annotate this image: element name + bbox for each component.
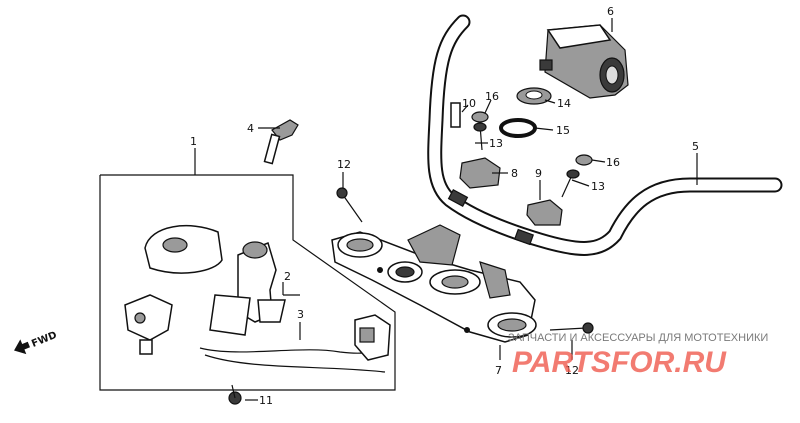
- bolt-left: [473, 122, 487, 151]
- cap-nut-right: [575, 154, 593, 166]
- label-part-4: 4: [247, 122, 254, 135]
- label-part-16-left: 16: [485, 90, 499, 103]
- switch-body: [209, 241, 286, 336]
- switch-wiring: [199, 314, 391, 373]
- label-part-1: 1: [190, 135, 197, 148]
- label-part-12-upper: 12: [337, 158, 351, 171]
- key: [263, 119, 299, 165]
- label-part-8: 8: [511, 167, 518, 180]
- top-bridge: [331, 224, 537, 343]
- forward-indicator: FWD: [14, 330, 59, 355]
- label-part-12-lower: 12: [565, 364, 579, 377]
- bolt-right: [561, 169, 580, 198]
- label-part-13-right: 13: [591, 180, 605, 193]
- label-part-15: 15: [556, 124, 570, 137]
- label-part-6: 6: [607, 5, 614, 18]
- handlebar: [427, 14, 783, 256]
- label-part-7: 7: [495, 364, 502, 377]
- label-part-10: 10: [462, 97, 476, 110]
- part-labels: 1 4 2 3 11 12 7 12 6 5 10 16 13 8 9 14 1…: [190, 5, 699, 407]
- label-part-16-right: 16: [606, 156, 620, 169]
- watermark: ЗАПЧАСТИ И АКСЕССУАРЫ ДЛЯ МОТОТЕХНИКИ PA…: [508, 332, 768, 379]
- cap-nut-left: [471, 111, 489, 123]
- leader-lines: [194, 18, 698, 401]
- handlebar-upper-holder: [539, 24, 629, 99]
- collar-ring: [499, 118, 537, 138]
- label-part-2: 2: [284, 270, 291, 283]
- watermark-brand: PARTSFOR.RU: [512, 346, 727, 379]
- label-part-11: 11: [259, 394, 273, 407]
- label-part-13-left: 13: [489, 137, 503, 150]
- forward-label: FWD: [30, 330, 58, 350]
- rubber-cushion: [516, 87, 552, 105]
- pinch-bolt-lower: [549, 322, 594, 334]
- forward-arrow-icon: [14, 339, 30, 355]
- label-part-14: 14: [557, 97, 571, 110]
- label-part-5: 5: [692, 140, 699, 153]
- label-part-3: 3: [297, 308, 304, 321]
- lower-holder-block: [459, 157, 501, 189]
- switch-cover: [144, 225, 223, 274]
- watermark-tagline: ЗАПЧАСТИ И АКСЕССУАРЫ ДЛЯ МОТОТЕХНИКИ: [508, 332, 768, 344]
- switch-lock-mechanism: [124, 294, 173, 355]
- screw: [228, 384, 242, 405]
- lower-holder-block-right: [526, 199, 563, 226]
- label-part-9: 9: [535, 167, 542, 180]
- pinch-bolt-upper: [336, 187, 363, 223]
- spacer-bush: [450, 102, 461, 128]
- ignition-bracket-box: [99, 174, 396, 391]
